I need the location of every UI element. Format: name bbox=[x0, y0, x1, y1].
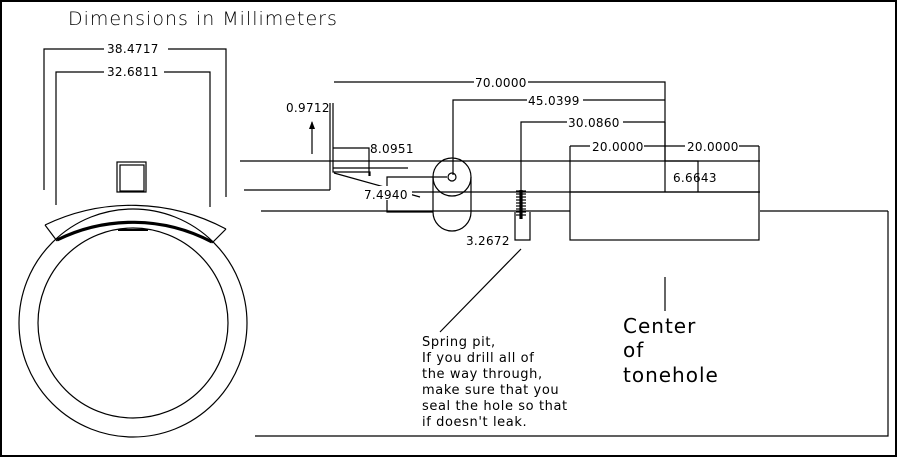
dim-line-30 bbox=[520, 121, 665, 190]
dim-inner-width: 32.6811 bbox=[107, 65, 159, 79]
tube-outer-circle bbox=[18, 208, 248, 438]
dim-45: 45.0399 bbox=[528, 94, 580, 108]
saddle-outer-arc bbox=[44, 204, 227, 230]
dim-label-bg bbox=[104, 64, 164, 78]
spring-note-line-5: seal the hole so that bbox=[422, 399, 568, 414]
pivot-hole bbox=[447, 172, 457, 182]
dim-label-bg bbox=[590, 139, 644, 153]
tube-inner-circle bbox=[37, 227, 229, 419]
dim-label-bg bbox=[567, 115, 623, 129]
drawing-title: Dimensions in Millimeters bbox=[68, 8, 338, 30]
spring-note-line-1: Spring pit, bbox=[422, 335, 496, 350]
key-foot bbox=[332, 103, 371, 176]
tonehole-label-line-1: Center bbox=[623, 314, 696, 338]
dim-20a: 20.0000 bbox=[592, 140, 644, 154]
dim-label-bg bbox=[104, 41, 168, 55]
tonehole-block bbox=[569, 191, 760, 241]
dim-30: 30.0860 bbox=[568, 116, 620, 130]
spring-note-line-4: make sure that you bbox=[422, 383, 559, 398]
spring-note-line-2: If you drill all of bbox=[422, 351, 534, 366]
dim-0-9712: 0.9712 bbox=[286, 101, 330, 115]
dim-line-8-0951 bbox=[333, 147, 370, 176]
dim-label-bg bbox=[527, 93, 583, 107]
post-bottom-arc bbox=[432, 211, 472, 232]
body-outline-bottom bbox=[255, 211, 889, 437]
dim-outer-width: 38.4717 bbox=[107, 42, 159, 56]
side-view: 0.9712 8.0951 70.0000 45.0399 30.0860 7.… bbox=[240, 75, 889, 437]
spring-icon bbox=[516, 190, 526, 219]
tonehole-label-line-2: of bbox=[623, 338, 644, 362]
saddle-inner-arc bbox=[56, 220, 213, 244]
dim-label-bg bbox=[362, 186, 412, 200]
spring-note-line-6: if doesn't leak. bbox=[422, 415, 527, 430]
saddle-left-edge bbox=[44, 224, 58, 242]
tonehole-label-line-3: tonehole bbox=[623, 363, 719, 387]
cross-section-view: 38.4717 32.6811 bbox=[18, 41, 248, 438]
dim-label-bg bbox=[685, 139, 739, 153]
dim-line-inner-width bbox=[55, 71, 211, 207]
dim-label-bg bbox=[474, 75, 528, 89]
dim-7-4940: 7.4940 bbox=[364, 188, 408, 202]
key-square-inner bbox=[119, 164, 145, 192]
arrow-up-icon bbox=[309, 121, 315, 129]
dim-70: 70.0000 bbox=[475, 76, 527, 90]
dim-3-2672: 3.2672 bbox=[466, 234, 510, 248]
dim-20b: 20.0000 bbox=[687, 140, 739, 154]
spring-pit bbox=[514, 212, 531, 241]
dim-line-45 bbox=[452, 99, 665, 175]
dim-6-6643: 6.6643 bbox=[673, 171, 717, 185]
spring-note-line-3: the way through, bbox=[422, 367, 543, 382]
dim-line-6-6643 bbox=[665, 160, 699, 192]
saddle-right-edge bbox=[211, 228, 227, 244]
dim-8-0951: 8.0951 bbox=[370, 142, 414, 156]
key-square-outer bbox=[116, 161, 147, 193]
spring-pit-leader bbox=[439, 248, 522, 333]
